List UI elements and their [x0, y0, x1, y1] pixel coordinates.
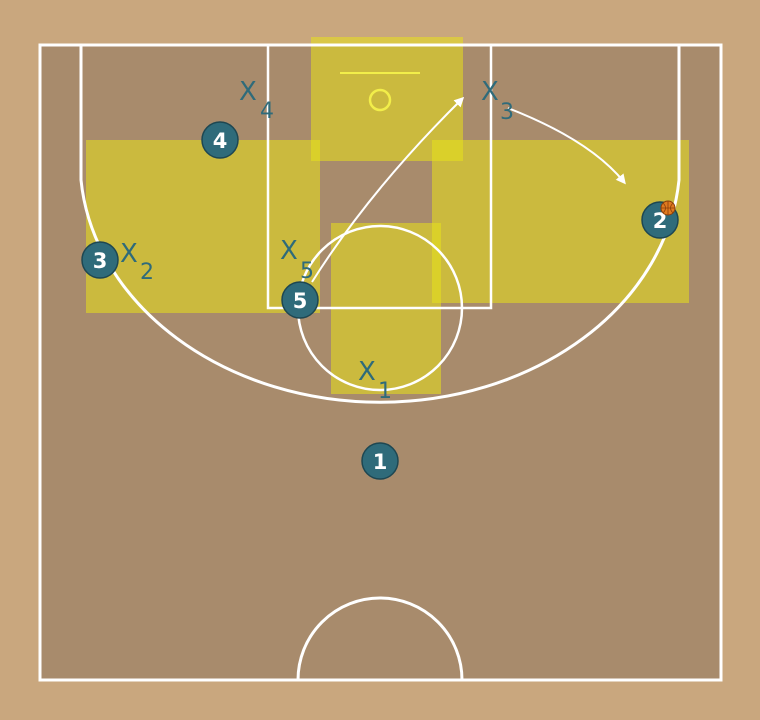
defender-number: 1 — [378, 379, 392, 404]
defender-letter: X — [481, 77, 499, 107]
defender-2: X 2 — [120, 239, 154, 285]
defender-1: X 1 — [358, 357, 392, 404]
player-4: 4 — [201, 121, 239, 159]
zone-left-wing — [86, 140, 320, 313]
player-1: 1 — [361, 442, 399, 480]
player-number: 5 — [293, 289, 308, 313]
center-circle — [296, 596, 464, 681]
rim — [368, 88, 392, 112]
free-throw-circle — [296, 224, 464, 392]
player-number: 3 — [93, 249, 108, 273]
player-3: 3 — [81, 241, 119, 279]
three-point-line — [79, 45, 681, 404]
player-number: 4 — [213, 129, 228, 153]
defender-3-rotation-arrow — [507, 107, 626, 185]
defender-number: 4 — [260, 99, 274, 124]
defender-letter: X — [239, 77, 257, 107]
defender-letter: X — [358, 357, 376, 387]
defender-number: 5 — [300, 259, 314, 284]
defender-number: 3 — [500, 100, 514, 125]
paint — [266, 43, 493, 310]
basketball-icon — [660, 200, 676, 216]
defender-letter: X — [120, 239, 138, 269]
defender-letter: X — [280, 236, 298, 266]
court-lines — [38, 43, 723, 682]
player-5-cut-arrow — [311, 96, 465, 283]
player-number: 2 — [653, 209, 668, 233]
defender-4: X 4 — [239, 77, 274, 124]
defender-3: X 3 — [481, 77, 514, 125]
player-5: 5 — [281, 281, 319, 319]
defender-number: 2 — [140, 260, 154, 285]
defender-5: X 5 — [280, 236, 314, 284]
player-number: 1 — [373, 450, 388, 474]
